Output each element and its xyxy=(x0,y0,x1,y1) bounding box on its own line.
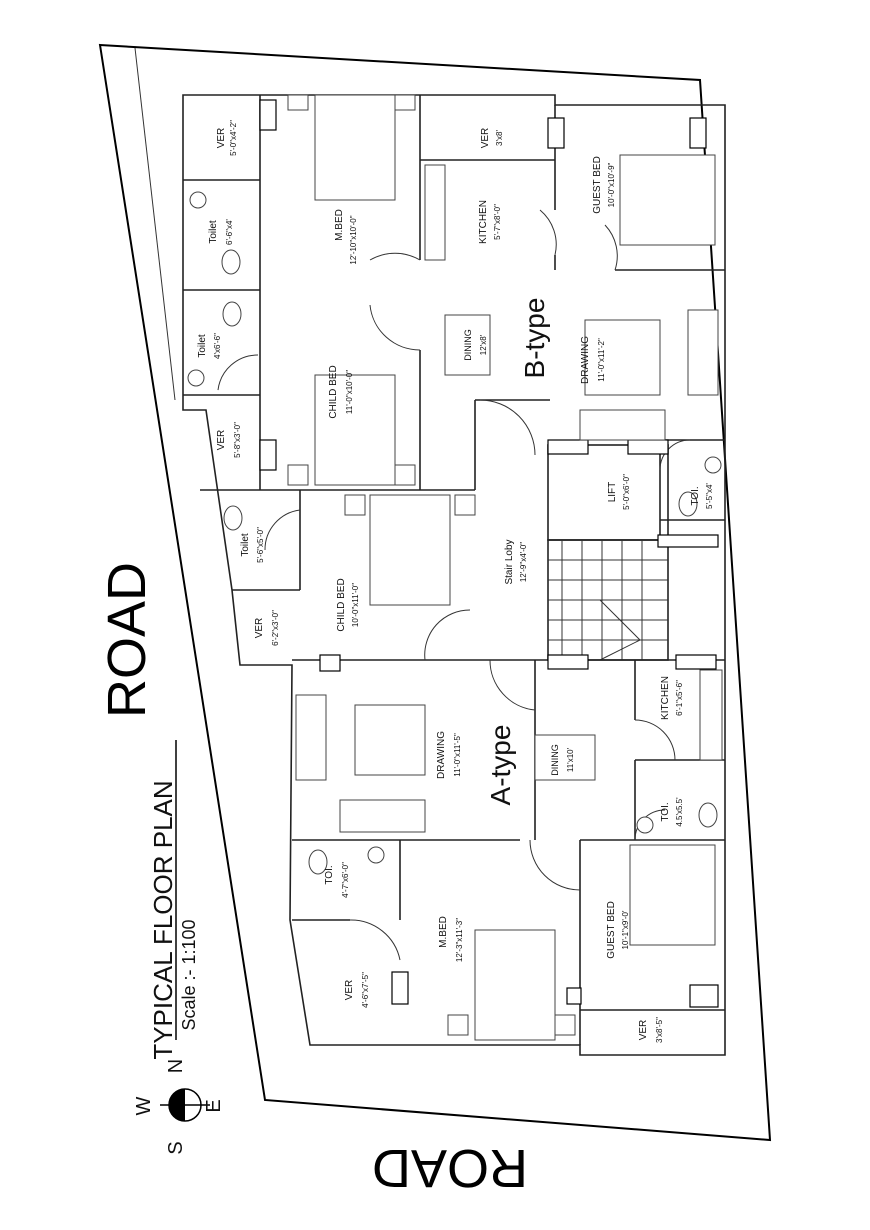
a-mbed-name: M.BED xyxy=(438,916,449,948)
unit-b-label: B-type xyxy=(519,298,550,379)
core xyxy=(547,444,669,661)
lift-dim: 5'-0"x6'-0" xyxy=(622,474,631,510)
b-ver1-dim: 5'-0"x4'-2" xyxy=(229,120,238,156)
a-dining-name: DINING xyxy=(550,744,560,776)
b-drawing-name: DRAWING xyxy=(580,336,591,384)
plan-scale: Scale :- 1:100 xyxy=(179,919,199,1030)
b-ver2-dim: 5'-8"x3'-0" xyxy=(233,422,242,458)
b-toilet1-dim: 6'-6"x4' xyxy=(225,219,234,245)
b-toilet1-name: Toilet xyxy=(208,220,219,244)
doors xyxy=(217,209,691,961)
b-type-labels: VER 5'-0"x4'-2" Toilet 6'-6"x4' M.BED 12… xyxy=(197,120,714,509)
a-ver3-name: VER xyxy=(638,1020,649,1041)
a-ver2-name: VER xyxy=(344,980,355,1001)
unit-a-label: A-type xyxy=(485,725,516,806)
a-toi1-name: TOI. xyxy=(324,865,335,884)
a-ver3-dim: 3'x8'-5" xyxy=(655,1017,664,1043)
b-toilet2-dim: 4'x6'-6" xyxy=(213,333,222,359)
b-mbed-name: M.BED xyxy=(334,209,345,241)
a-drawing-name: DRAWING xyxy=(436,731,447,779)
a-toi1-dim: 4'-7"x6'-0" xyxy=(341,862,350,898)
plot-boundary xyxy=(98,43,772,1142)
b-toi-name: TOI. xyxy=(690,486,701,505)
a-childbed-dim: 10'-0"x11'-0" xyxy=(351,583,360,627)
a-kitchen-name: KITCHEN xyxy=(660,676,671,720)
stair-lobby-dim: 12'-9"x4'-0" xyxy=(519,542,528,582)
building-outline xyxy=(182,94,726,1056)
b-type-walls xyxy=(183,95,725,540)
a-toi2-dim: 4.5'x5.5' xyxy=(675,797,684,827)
a-ver1-dim: 6'-2"x3'-0" xyxy=(271,610,280,646)
compass-east: E xyxy=(203,1099,225,1112)
b-ver1-name: VER xyxy=(216,128,227,149)
b-guestbed-name: GUEST BED xyxy=(592,156,603,214)
b-toi-dim: 5'-5"x4' xyxy=(705,483,714,509)
a-childbed-name: CHILD BED xyxy=(336,578,347,631)
b-mbed-dim: 12'-10"x10'-0" xyxy=(349,215,358,264)
a-guestbed-name: GUEST BED xyxy=(606,901,617,959)
a-mbed-dim: 12'-3"x11'-3" xyxy=(455,918,464,962)
a-ver2-dim: 4'-6"x7'-5" xyxy=(361,972,370,1008)
plot-setback-line xyxy=(134,47,176,401)
b-dining-dim: 12'x8' xyxy=(479,334,488,355)
compass-icon xyxy=(160,1088,210,1122)
a-toi2-name: TOI. xyxy=(660,802,671,821)
b-ver3-dim: 3'x8' xyxy=(495,130,504,146)
b-dining-name: DINING xyxy=(463,329,473,361)
columns xyxy=(259,99,719,1008)
a-type-walls xyxy=(232,490,725,1045)
a-kitchen-dim: 6'-1"x5'-6" xyxy=(675,680,684,716)
road-left-label: ROAD xyxy=(97,562,157,718)
a-guestbed-dim: 10'-1"x9'-0' xyxy=(621,910,630,949)
b-childbed-dim: 11'-0"x10'-0" xyxy=(345,370,354,414)
b-drawing-dim: 11'-0"x11'-2" xyxy=(597,338,606,382)
b-ver3-name: VER xyxy=(480,128,491,149)
a-ver1-name: VER xyxy=(254,618,265,639)
plan-title: TYPICAL FLOOR PLAN xyxy=(148,780,178,1059)
b-childbed-name: CHILD BED xyxy=(328,365,339,418)
compass-west: W xyxy=(133,1096,155,1115)
b-guestbed-dim: 10'-0"x10'-9" xyxy=(607,162,616,207)
stair-lobby-name: Stair Loby xyxy=(504,539,515,584)
b-kitchen-name: KITCHEN xyxy=(478,200,489,244)
a-toilet-dim: 5'-6"x5'-0" xyxy=(256,527,265,563)
b-kitchen-dim: 5'-7"x8'-0" xyxy=(493,204,502,240)
road-bottom-label: ROAD xyxy=(372,1138,528,1198)
b-toilet2-name: Toilet xyxy=(197,334,208,358)
furniture xyxy=(187,94,723,1041)
compass-south: S xyxy=(165,1141,187,1154)
lift-name: LIFT xyxy=(607,482,618,503)
a-dining-dim: 11'x10' xyxy=(566,747,575,772)
a-toilet-name: Toilet xyxy=(240,533,251,557)
compass-north: N xyxy=(165,1059,187,1073)
a-drawing-dim: 11'-0"x11'-5" xyxy=(453,733,462,777)
b-ver2-name: VER xyxy=(216,430,227,451)
a-type-labels: Toilet 5'-6"x5'-0" CHILD BED 10'-0"x11'-… xyxy=(240,527,684,1043)
